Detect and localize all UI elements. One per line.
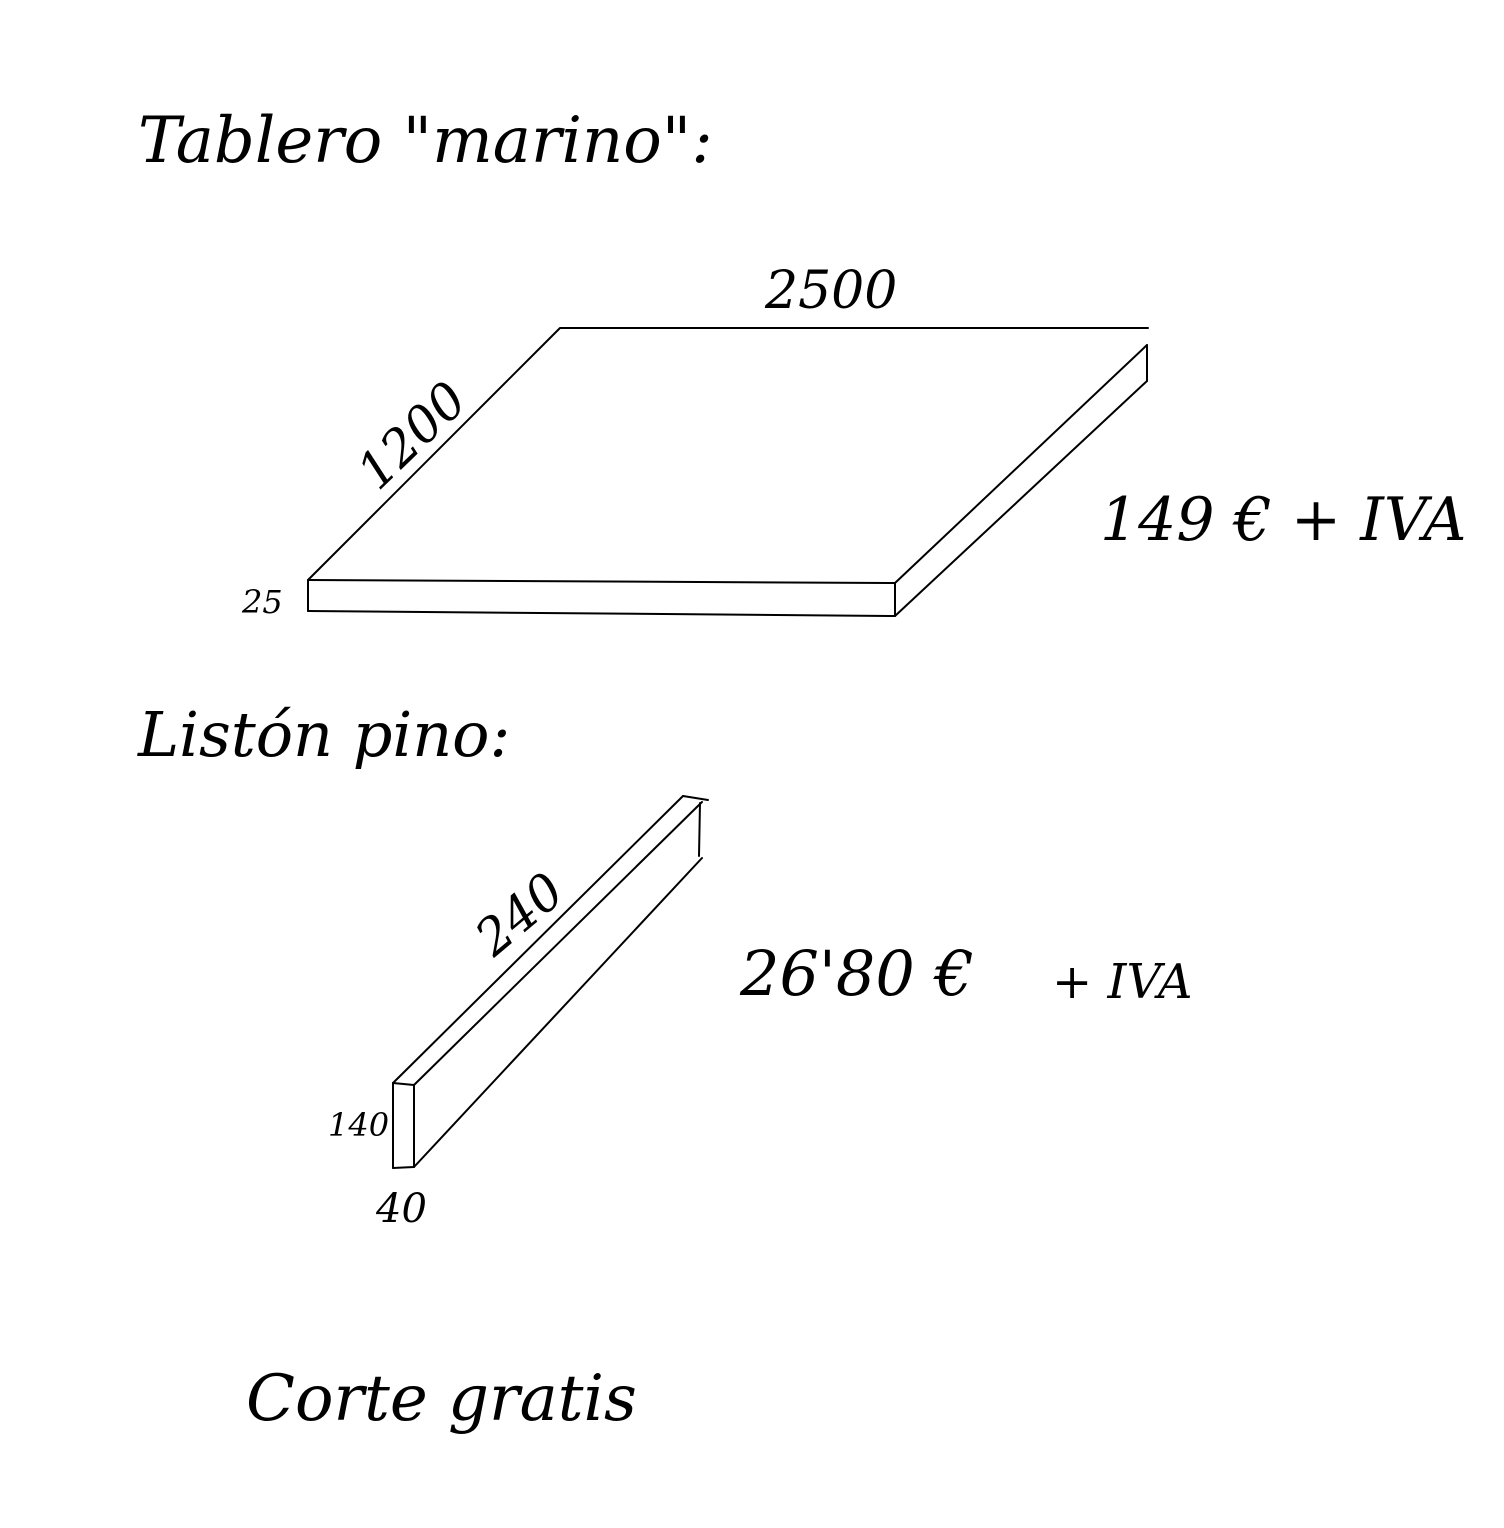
- lath-top-right-edge: [413, 801, 703, 1086]
- board-top-right-edge: [894, 344, 1148, 584]
- lath-height-label: 140: [328, 1106, 389, 1144]
- lath-front-top: [392, 1082, 415, 1086]
- board-top-face: [307, 327, 1149, 581]
- board-width-label: 1200: [346, 371, 478, 501]
- lath-end-vertical: [698, 802, 701, 857]
- board-length-label: 2500: [764, 261, 897, 321]
- lath-end-top: [682, 795, 709, 801]
- lath-price-label: 26'80 €: [739, 937, 974, 1010]
- cut-free-note: Corte gratis: [246, 1362, 637, 1436]
- board-thickness-label: 25: [241, 583, 283, 621]
- lath-top-left-edge: [392, 795, 684, 1084]
- liston-title: Listón pino:: [137, 698, 510, 771]
- board-top-front-edge: [307, 579, 896, 584]
- lath-tax-label: + IVA: [1052, 954, 1193, 1010]
- board-drawing: [307, 327, 1149, 617]
- lath-front-bottom: [392, 1166, 415, 1169]
- lath-width-label: 40: [375, 1186, 427, 1232]
- lath-length-label: 240: [464, 861, 575, 967]
- board-price-label: 149 € + IVA: [1100, 485, 1466, 555]
- board-front-bottom-edge: [307, 610, 896, 617]
- lath-drawing: [392, 795, 709, 1169]
- tablero-title: Tablero "marino":: [138, 104, 713, 178]
- lath-bottom-edge: [413, 857, 703, 1168]
- board-right-bottom-edge: [894, 380, 1148, 617]
